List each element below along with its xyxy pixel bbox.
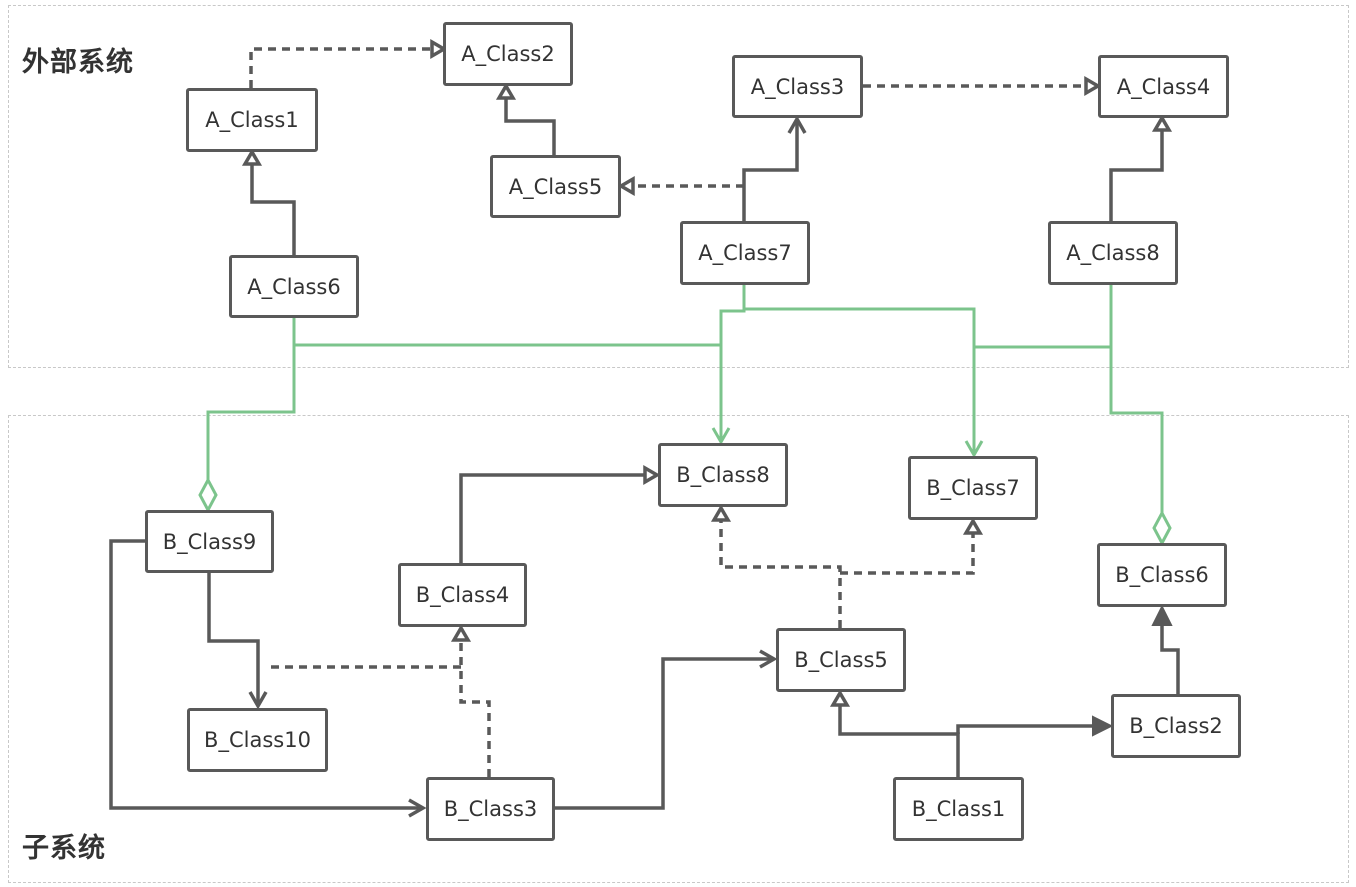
edge-a6-b9-aggregation xyxy=(206,318,296,480)
open-arrow-icon xyxy=(964,440,984,459)
edge-b2-b6-directed-association xyxy=(1160,625,1180,694)
hollow-triangle-arrow-icon xyxy=(241,148,263,166)
class-box-a-class5[interactable]: A_Class5 xyxy=(490,155,621,218)
edge-b5-b7-realization xyxy=(840,533,975,575)
edge-a7-a3-association xyxy=(742,120,799,221)
aggregation-diamond-icon xyxy=(198,476,218,514)
hollow-triangle-arrow-icon xyxy=(829,689,851,707)
class-box-b-class10[interactable]: B_Class10 xyxy=(187,708,328,772)
edge-b3-b5-association xyxy=(555,657,773,810)
hollow-triangle-arrow-icon xyxy=(710,504,732,522)
aggregation-diamond-icon xyxy=(1152,509,1172,547)
edge-b4-b8-generalization xyxy=(459,473,645,563)
edge-b1-b5-generalization xyxy=(838,705,960,777)
open-arrow-icon xyxy=(408,798,427,818)
class-box-b-class9[interactable]: B_Class9 xyxy=(145,510,274,573)
hollow-triangle-arrow-icon xyxy=(617,175,635,197)
edge-b3-b4-realization xyxy=(459,640,491,777)
region-external-system xyxy=(8,5,1349,368)
edge-b9-b10-association xyxy=(207,573,260,705)
open-arrow-icon xyxy=(711,427,731,446)
region-title-external: 外部系统 xyxy=(22,47,134,78)
class-box-b-class2[interactable]: B_Class2 xyxy=(1111,694,1241,758)
filled-triangle-arrow-icon xyxy=(1151,604,1173,626)
class-box-b-class3[interactable]: B_Class3 xyxy=(426,777,555,841)
edge-a7-b7-association xyxy=(744,307,976,453)
class-box-b-class4[interactable]: B_Class4 xyxy=(398,563,527,627)
edge-b5-b8-realization xyxy=(719,520,842,628)
open-arrow-icon xyxy=(759,649,778,669)
hollow-triangle-arrow-icon xyxy=(1151,114,1173,132)
edge-a1-a2-realization xyxy=(249,47,432,88)
class-box-b-class5[interactable]: B_Class5 xyxy=(776,628,906,692)
class-box-a-class8[interactable]: A_Class8 xyxy=(1048,221,1178,285)
edge-a6-a1-generalization xyxy=(250,164,296,255)
class-box-b-class1[interactable]: B_Class1 xyxy=(893,777,1024,841)
edge-b9-b3-association xyxy=(109,539,422,810)
edge-a5-a2-generalization xyxy=(504,97,556,155)
open-arrow-icon xyxy=(787,115,807,134)
class-box-b-class6[interactable]: B_Class6 xyxy=(1097,543,1227,607)
hollow-triangle-arrow-icon xyxy=(430,38,448,60)
edge-b1-b2-directed-association xyxy=(956,724,1094,734)
region-title-subsystem: 子系统 xyxy=(22,833,106,864)
class-box-a-class3[interactable]: A_Class3 xyxy=(732,55,863,118)
class-box-b-class7[interactable]: B_Class7 xyxy=(908,456,1038,520)
hollow-triangle-arrow-icon xyxy=(450,624,472,642)
class-box-b-class8[interactable]: B_Class8 xyxy=(658,443,788,507)
hollow-triangle-arrow-icon xyxy=(643,464,661,486)
open-arrow-icon xyxy=(248,691,268,710)
filled-triangle-arrow-icon xyxy=(1092,715,1114,737)
hollow-triangle-arrow-icon xyxy=(495,82,517,100)
edge-a8-a4-generalization xyxy=(1109,130,1164,221)
class-box-a-class4[interactable]: A_Class4 xyxy=(1098,55,1229,118)
hollow-triangle-arrow-icon xyxy=(962,517,984,535)
class-box-a-class6[interactable]: A_Class6 xyxy=(229,255,359,318)
edge-a7-b8-association xyxy=(719,285,746,440)
class-box-a-class7[interactable]: A_Class7 xyxy=(680,221,810,285)
region-subsystem xyxy=(8,415,1349,883)
edge-a8-b6-aggregation xyxy=(1109,285,1164,513)
hollow-triangle-arrow-icon xyxy=(1084,75,1102,97)
class-box-a-class1[interactable]: A_Class1 xyxy=(186,88,318,152)
class-box-a-class2[interactable]: A_Class2 xyxy=(443,22,573,86)
